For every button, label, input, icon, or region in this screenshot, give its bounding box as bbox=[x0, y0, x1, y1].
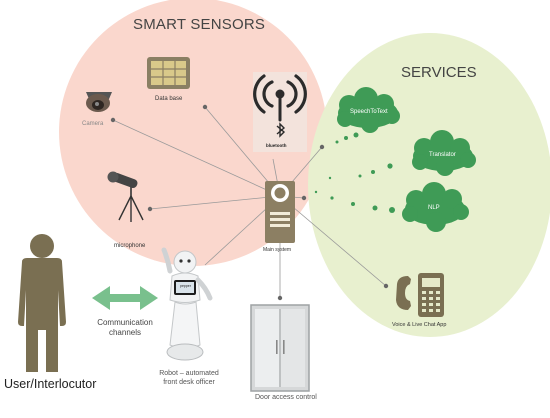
channels-label-line1: Communication bbox=[97, 318, 153, 327]
smart-sensors-title: SMART SENSORS bbox=[133, 16, 266, 33]
bluetooth-label: bluetooth bbox=[266, 143, 287, 148]
bluetooth-icon bbox=[276, 122, 286, 138]
nlp-cloud bbox=[402, 182, 469, 232]
microphone-label: microphone bbox=[114, 243, 146, 249]
cloud-trail-dots bbox=[314, 132, 395, 213]
voice-chat-label: Voice & Live Chat App bbox=[392, 322, 447, 328]
translator-cloud bbox=[412, 130, 476, 176]
user-icon bbox=[18, 234, 66, 372]
user-label: User/Interlocutor bbox=[4, 377, 97, 391]
services-title: SERVICES bbox=[401, 64, 477, 81]
door-label: Door access control bbox=[255, 394, 317, 401]
camera-icon bbox=[86, 92, 112, 112]
microphone-icon bbox=[107, 171, 144, 222]
robot-label-line1: Robot – automated bbox=[159, 370, 219, 377]
nlp-label: NLP bbox=[428, 205, 440, 211]
phone-icon bbox=[396, 273, 444, 317]
smart-sensors-region bbox=[59, 0, 327, 266]
antenna-icon bbox=[253, 72, 307, 152]
robot-screen-text: pepper bbox=[180, 283, 191, 288]
connector-dots bbox=[110, 104, 389, 301]
communication-arrow bbox=[92, 286, 158, 310]
translator-label: Translator bbox=[429, 152, 456, 158]
speech-to-text-cloud bbox=[337, 87, 400, 133]
camera-label: Camera bbox=[82, 121, 104, 127]
main-system-label: Main system bbox=[263, 247, 292, 253]
robot-label-line2: front desk officer bbox=[163, 379, 215, 386]
database-label: Data base bbox=[155, 96, 183, 102]
main-system-icon bbox=[265, 181, 295, 243]
robot-icon bbox=[161, 247, 213, 361]
speech-to-text-label: SpeechToText bbox=[350, 109, 388, 115]
database-icon bbox=[147, 57, 190, 89]
door-icon bbox=[250, 304, 310, 392]
channels-label-line2: channels bbox=[108, 328, 142, 337]
